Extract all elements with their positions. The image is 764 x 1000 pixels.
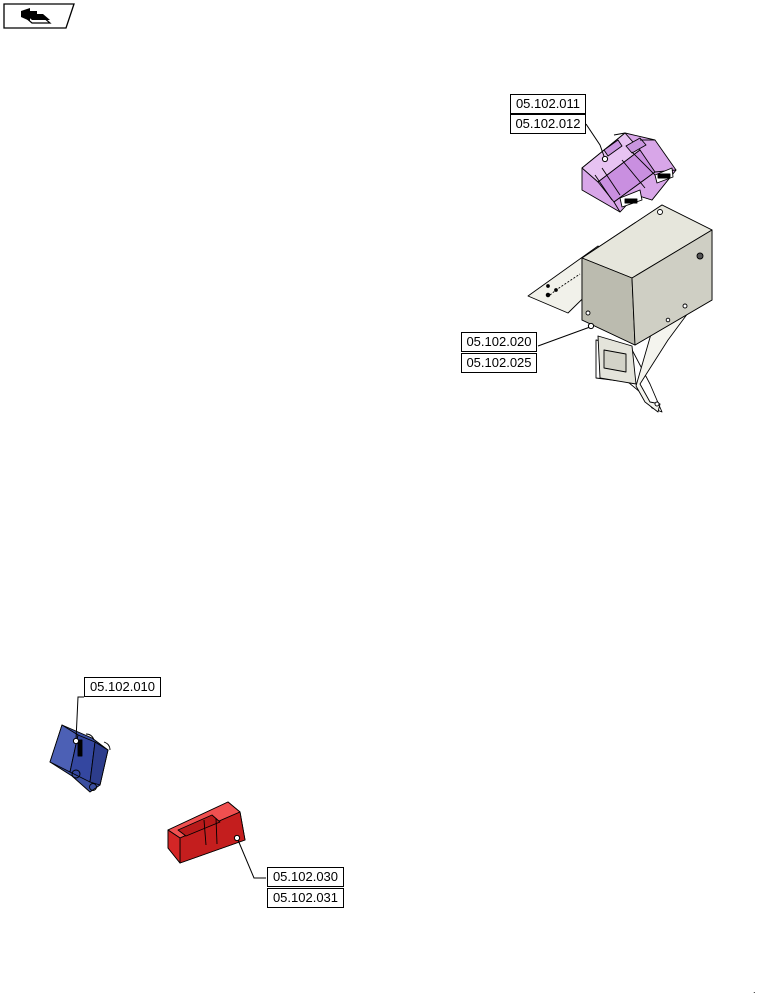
leader-lines xyxy=(72,123,609,879)
previous-section-button[interactable] xyxy=(3,3,75,29)
leader-red xyxy=(237,839,266,879)
callout-05-102-012[interactable]: 05.102.012 xyxy=(510,114,586,134)
red-container[interactable] xyxy=(167,801,246,864)
blue-bracket[interactable] xyxy=(49,724,111,793)
previous-section-arrow-icon xyxy=(21,8,52,24)
tank-assembly[interactable] xyxy=(527,204,713,413)
leader-blue-dot xyxy=(72,737,80,745)
purple-bracket-assembly[interactable] xyxy=(581,132,677,213)
callout-05-102-031[interactable]: 05.102.031 xyxy=(267,888,344,908)
callout-05-102-010[interactable]: 05.102.010 xyxy=(84,677,161,697)
leader-red-dot xyxy=(233,834,241,842)
leader-purple-dot xyxy=(601,155,609,163)
leader-blue xyxy=(75,696,84,741)
callout-05-102-025[interactable]: 05.102.025 xyxy=(461,353,537,373)
leader-purple xyxy=(585,123,606,160)
leader-tank xyxy=(537,326,591,347)
callout-05-102-030[interactable]: 05.102.030 xyxy=(267,867,344,887)
corner-mark: . xyxy=(753,985,756,995)
callout-05-102-011[interactable]: 05.102.011 xyxy=(510,94,586,114)
leader-tank-dot xyxy=(587,322,595,330)
callout-05-102-020[interactable]: 05.102.020 xyxy=(461,332,537,352)
